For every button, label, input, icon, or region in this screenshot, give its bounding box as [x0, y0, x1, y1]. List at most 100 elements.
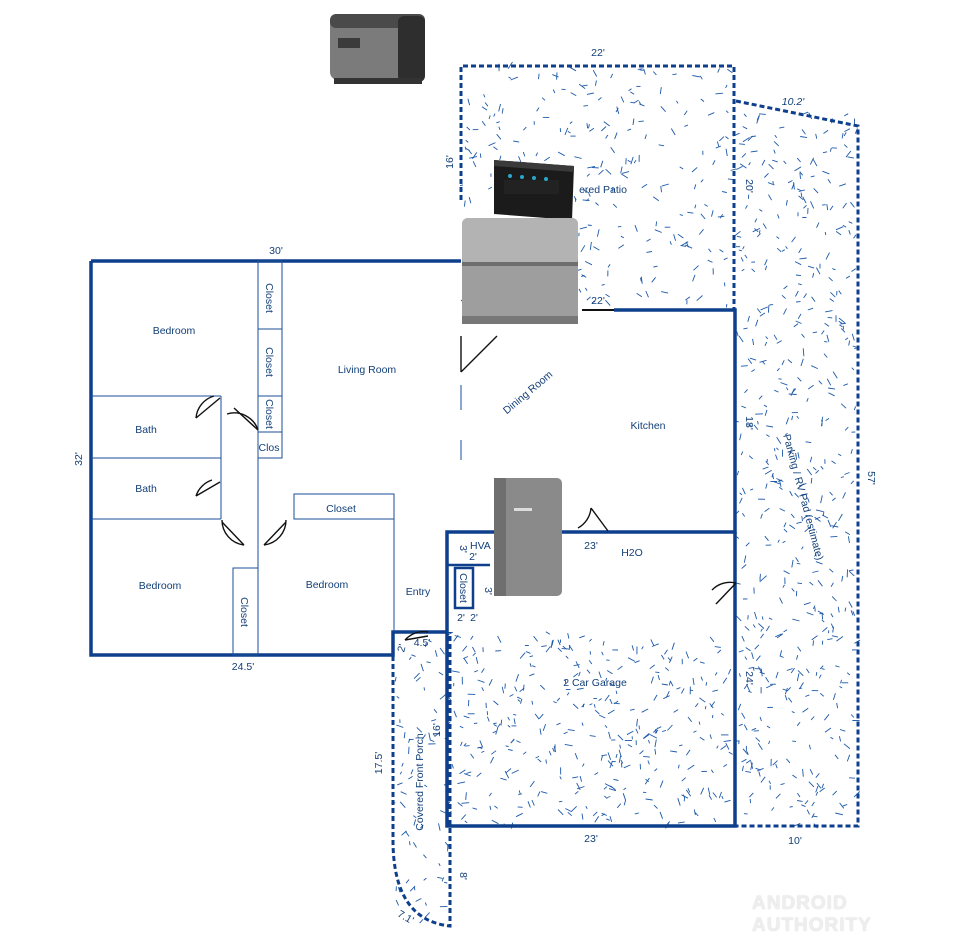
texture-speck: [787, 180, 793, 184]
texture-speck: [614, 132, 618, 140]
texture-speck: [646, 238, 651, 242]
texture-speck: [465, 139, 469, 143]
texture-speck: [424, 912, 430, 918]
texture-speck: [805, 441, 812, 444]
texture-speck: [567, 729, 575, 732]
texture-speck: [774, 389, 779, 393]
texture-speck: [550, 640, 553, 649]
texture-speck: [827, 179, 831, 184]
texture-speck: [578, 671, 581, 677]
texture-speck: [737, 703, 742, 711]
battery-stack-icon: [462, 218, 578, 324]
texture-speck: [595, 202, 599, 206]
texture-speck: [677, 821, 685, 824]
texture-speck: [484, 102, 489, 107]
texture-speck: [610, 147, 615, 154]
texture-speck: [757, 666, 763, 674]
texture-speck: [425, 643, 427, 648]
texture-speck: [761, 616, 764, 620]
texture-speck: [637, 68, 643, 70]
texture-speck: [539, 684, 546, 690]
texture-speck: [743, 555, 747, 563]
texture-speck: [685, 749, 691, 756]
texture-speck: [812, 815, 818, 818]
texture-speck: [438, 671, 444, 676]
inverter-unit-icon: [494, 160, 574, 220]
texture-speck: [748, 666, 755, 669]
texture-speck: [725, 148, 728, 157]
texture-speck: [757, 420, 759, 425]
texture-speck: [738, 249, 743, 252]
texture-speck: [825, 310, 833, 313]
texture-speck: [566, 692, 570, 696]
texture-speck: [488, 142, 496, 147]
texture-speck: [405, 830, 410, 837]
texture-speck: [841, 575, 844, 582]
texture-speck: [798, 248, 802, 254]
texture-speck: [739, 492, 743, 496]
texture-speck: [680, 244, 687, 247]
texture-speck: [587, 224, 592, 226]
texture-speck: [433, 708, 438, 714]
texture-speck: [641, 183, 648, 189]
texture-speck: [403, 732, 406, 739]
texture-speck: [601, 651, 604, 656]
texture-speck: [708, 794, 712, 800]
texture-speck: [741, 153, 747, 158]
texture-speck: [800, 358, 804, 367]
texture-speck: [568, 644, 571, 651]
texture-speck: [395, 899, 400, 906]
texture-speck: [452, 670, 460, 673]
texture-speck: [727, 68, 733, 74]
texture-speck: [755, 767, 761, 771]
texture-speck: [752, 624, 756, 628]
texture-speck: [705, 682, 708, 686]
texture-speck: [691, 167, 698, 173]
texture-speck: [771, 807, 775, 811]
texture-speck: [775, 763, 778, 769]
texture-speck: [741, 268, 745, 272]
dim-porch-low: 8': [457, 872, 469, 880]
texture-speck: [736, 615, 742, 622]
texture-speck: [758, 771, 761, 777]
texture-speck: [545, 631, 551, 635]
texture-speck: [838, 317, 846, 324]
texture-speck: [582, 189, 590, 194]
texture-speck: [466, 126, 471, 131]
texture-speck: [797, 800, 803, 802]
texture-speck: [718, 136, 725, 142]
texture-speck: [607, 760, 614, 767]
dim-patio-lower: 22': [591, 295, 605, 307]
texture-speck: [781, 360, 785, 366]
texture-speck: [581, 813, 584, 820]
texture-speck: [772, 760, 778, 766]
texture-speck: [618, 755, 622, 763]
texture-speck: [746, 751, 749, 755]
texture-speck: [516, 696, 521, 700]
texture-speck: [620, 762, 623, 768]
texture-speck: [463, 200, 466, 207]
texture-speck: [773, 141, 780, 147]
texture-speck: [844, 607, 847, 612]
texture-speck: [802, 707, 809, 713]
texture-speck: [806, 468, 813, 476]
texture-speck: [559, 776, 562, 780]
texture-speck: [474, 670, 479, 673]
texture-speck: [794, 261, 802, 266]
texture-speck: [605, 299, 611, 306]
texture-speck: [779, 597, 783, 604]
texture-speck: [832, 497, 836, 501]
texture-speck: [832, 521, 837, 529]
texture-speck: [815, 133, 818, 139]
texture-speck: [627, 657, 636, 662]
texture-speck: [745, 770, 752, 773]
texture-speck: [649, 734, 658, 739]
texture-speck: [668, 681, 671, 686]
texture-speck: [459, 769, 466, 775]
texture-speck: [481, 687, 485, 692]
texture-speck: [693, 809, 696, 816]
texture-speck: [803, 602, 811, 606]
texture-speck: [838, 290, 842, 295]
texture-speck: [400, 791, 407, 795]
texture-speck: [832, 268, 836, 271]
